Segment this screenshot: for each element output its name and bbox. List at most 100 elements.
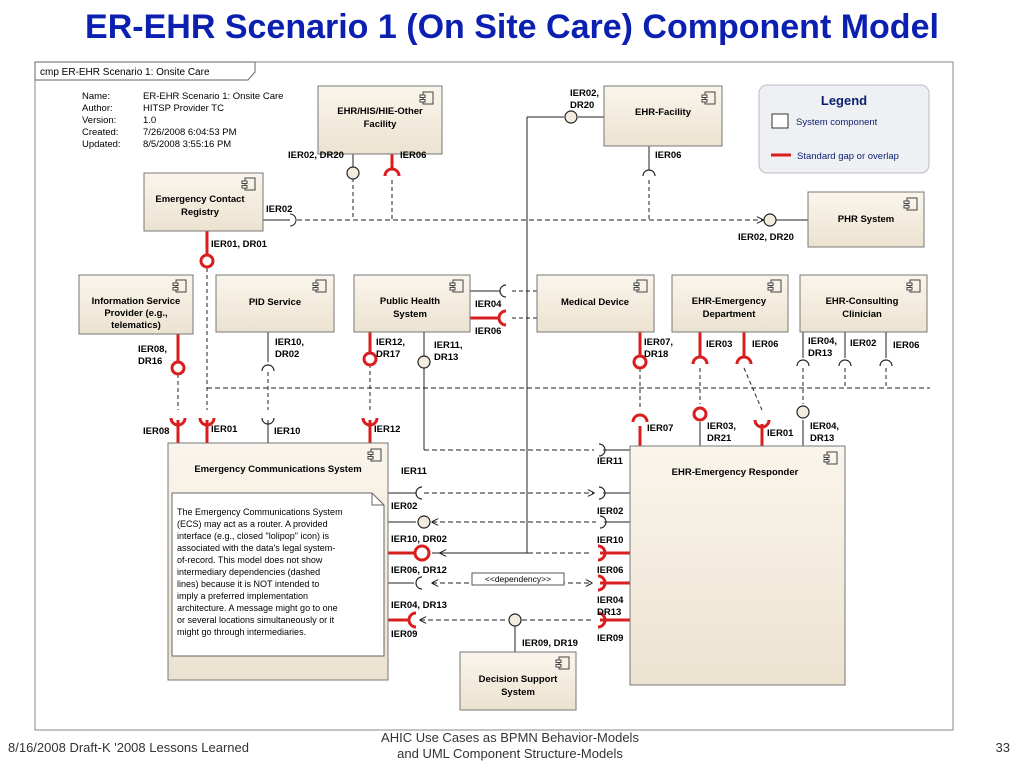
component-emergency-contact-registry[interactable]: Emergency Contact Registry [143, 172, 264, 232]
interface-label: IER04, [808, 336, 837, 347]
socket-icon [753, 419, 771, 429]
interface-label: IER11, [434, 340, 463, 351]
socket-icon [499, 284, 507, 298]
interface-label: IER08, [138, 344, 167, 355]
interface-label: IER06 [597, 565, 623, 576]
interface-label: IER10, [275, 337, 304, 348]
meta-label: Version: [82, 115, 116, 126]
page-number: 33 [995, 740, 1010, 755]
component-icon [449, 279, 464, 293]
socket-icon [383, 167, 401, 177]
legend-title: Legend [821, 93, 867, 108]
note-line: or several locations simultaneously or i… [177, 615, 335, 625]
interface-label: IER07, [644, 337, 673, 348]
component-phr-system[interactable]: PHR System [807, 191, 925, 248]
meta-label: Updated: [82, 139, 121, 150]
interface-label: IER06, DR12 [391, 565, 447, 576]
lollipop-icon [170, 360, 186, 376]
frame-tab [34, 61, 256, 81]
socket-icon [691, 355, 709, 365]
component-label: EHR-Emergency Responder [672, 467, 799, 478]
lollipop-icon [362, 351, 378, 367]
lollipop-icon [417, 355, 431, 369]
interface-label: IER11 [597, 456, 624, 467]
socket-icon [361, 417, 379, 427]
socket-icon [599, 515, 607, 529]
interface-label: DR13 [597, 607, 621, 618]
interface-label: IER10, DR02 [391, 534, 447, 545]
component-ehr-his-hie[interactable]: EHR/HIS/HIE-Other Facility [317, 85, 443, 155]
component-ehr-facility[interactable]: EHR-Facility [603, 85, 723, 147]
socket-icon [598, 486, 606, 500]
component-ehr-emergency-responder[interactable]: EHR-Emergency Responder [629, 445, 846, 686]
interface-label: IER02 [597, 506, 623, 517]
lollipop-icon [564, 110, 578, 124]
component-label: EHR-Facility [635, 107, 692, 118]
interface-label: IER03 [706, 339, 732, 350]
interface-label: IER10 [274, 426, 300, 437]
interface-label: IER09 [391, 629, 417, 640]
interface-label: DR02 [275, 349, 299, 360]
socket-icon [597, 574, 607, 592]
socket-icon [169, 417, 187, 427]
component-label: EHR/HIS/HIE-Other [337, 106, 423, 117]
component-label: System [393, 309, 427, 320]
interface-label: DR16 [138, 356, 162, 367]
socket-icon [198, 417, 216, 427]
meta-label: Name: [82, 91, 110, 102]
socket-icon [796, 359, 810, 367]
component-label: Public Health [380, 296, 440, 307]
interface-glyphs [169, 110, 893, 629]
component-medical-device[interactable]: Medical Device [536, 274, 655, 333]
interface-label: IER07 [647, 423, 673, 434]
lollipop-icon [796, 405, 810, 419]
component-information-service-provider[interactable]: Information Service Provider (e.g., tele… [78, 274, 194, 335]
interface-label: IER11 [401, 466, 428, 477]
component-label: Emergency Contact [155, 194, 245, 205]
interface-label: IER06 [752, 339, 778, 350]
component-decision-support-system[interactable]: Decision Support System [459, 651, 577, 711]
slide-title: ER-EHR Scenario 1 (On Site Care) Compone… [85, 8, 939, 46]
interface-label: IER01, DR01 [211, 239, 268, 250]
lollipop-icon [632, 354, 648, 370]
meta-value: ER-EHR Scenario 1: Onsite Care [143, 91, 283, 102]
lollipop-icon [199, 253, 215, 269]
legend: Legend System component Standard gap or … [758, 84, 930, 174]
component-label: Decision Support [479, 674, 558, 685]
interface-label: IER04 [475, 299, 502, 310]
component-pid-service[interactable]: PID Service [215, 274, 335, 333]
note-line: might go through intermediaries. [177, 627, 306, 637]
interface-label: IER04 [597, 595, 624, 606]
dependency-label: <<dependency>> [485, 574, 551, 584]
socket-icon [415, 486, 423, 500]
component-public-health-system[interactable]: Public Health System [353, 274, 471, 333]
component-ehr-consulting-clinician[interactable]: EHR-Consulting Clinician [799, 274, 928, 333]
interface-label: IER04, DR13 [391, 600, 447, 611]
socket-icon [631, 413, 649, 423]
interface-label: IER02 [266, 204, 292, 215]
component-icon [823, 451, 838, 465]
component-ehr-emergency-department[interactable]: EHR-Emergency Department [671, 274, 789, 333]
footer-subtitle-line: and UML Component Structure-Models [397, 746, 623, 761]
interface-label: IER02, DR20 [288, 150, 344, 161]
interface-label: IER09 [597, 633, 623, 644]
component-icon [172, 279, 187, 293]
component-label: EHR-Emergency [692, 296, 767, 307]
legend-component-swatch [771, 113, 789, 129]
frame-label: cmp ER-EHR Scenario 1: Onsite Care [40, 67, 210, 78]
interface-label: IER01 [211, 424, 238, 435]
legend-component-label: System component [796, 117, 878, 128]
note-line: The Emergency Communications System [177, 507, 343, 517]
socket-icon [415, 576, 423, 590]
component-label: PHR System [838, 214, 895, 225]
meta-value: 7/26/2008 6:04:53 PM [143, 127, 237, 138]
component-label: EHR-Consulting [826, 296, 899, 307]
interface-label: DR13 [434, 352, 458, 363]
interface-label: IER12 [374, 424, 400, 435]
socket-icon [735, 355, 753, 365]
note-line: (ECS) may act as a router. A provided [177, 519, 328, 529]
interface-label: DR17 [376, 349, 400, 360]
component-label: System [501, 687, 535, 698]
interface-label: IER02 [391, 501, 417, 512]
meta-value: 1.0 [143, 115, 156, 126]
